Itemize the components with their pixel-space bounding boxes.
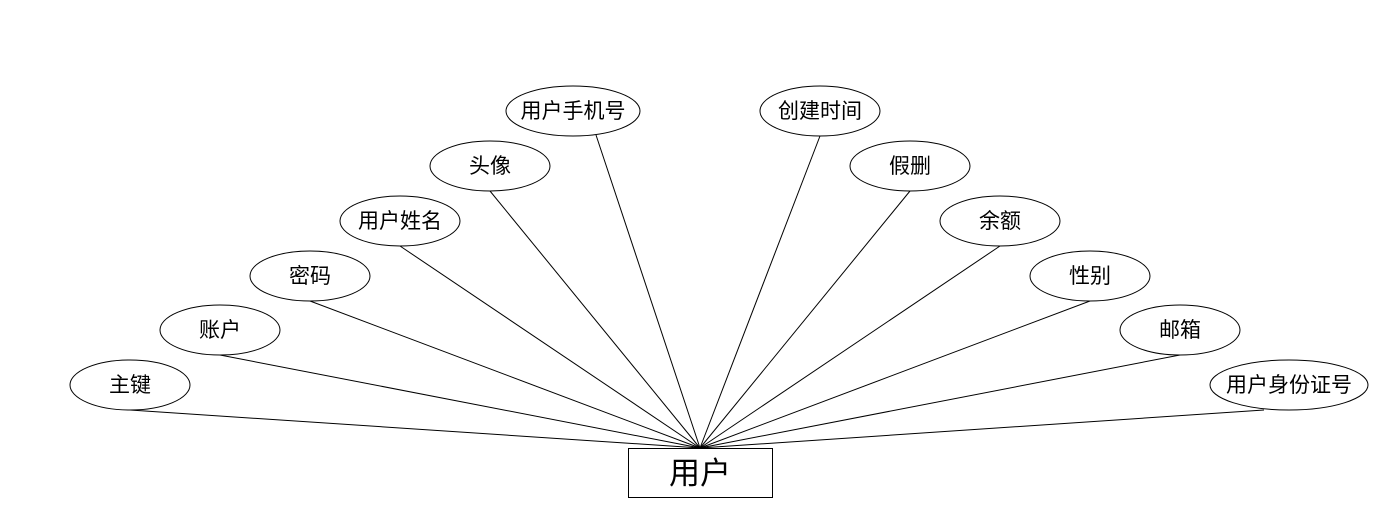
connector-soft-delete [699,190,911,449]
connector-primary-key [129,409,701,449]
attribute-ellipse-user-name [339,195,461,247]
attribute-user-id-number: 用户身份证号 [1209,359,1369,411]
connector-avatar [489,190,701,449]
attribute-primary-key: 主键 [69,359,191,411]
attribute-avatar: 头像 [429,140,551,192]
attribute-label-password: 密码 [289,264,331,288]
attribute-ellipse-account [159,304,281,356]
connector-email [699,354,1181,449]
attribute-user-name: 用户姓名 [339,195,461,247]
entity-node: 用户 [628,448,773,498]
connector-lines [129,134,1265,449]
attribute-created-time: 创建时间 [759,85,881,137]
attribute-email: 邮箱 [1119,304,1241,356]
attribute-label-balance: 余额 [979,209,1021,233]
attribute-label-user-phone: 用户手机号 [521,99,626,123]
attribute-label-avatar: 头像 [469,154,511,178]
attribute-label-gender: 性别 [1069,264,1111,288]
attribute-label-primary-key: 主键 [109,373,151,397]
attribute-user-phone: 用户手机号 [505,85,641,137]
attribute-ellipse-user-phone [505,85,641,137]
attribute-ellipse-user-id-number [1209,359,1369,411]
attribute-ellipse-balance [939,195,1061,247]
attribute-label-user-id-number: 用户身份证号 [1226,373,1352,397]
attribute-ellipse-created-time [759,85,881,137]
attribute-label-created-time: 创建时间 [778,99,862,123]
attribute-label-user-name: 用户姓名 [358,209,442,233]
attribute-ellipse-password [249,250,371,302]
attribute-label-account: 账户 [199,318,241,342]
attribute-account: 账户 [159,304,281,356]
attribute-ellipse-soft-delete [849,140,971,192]
connector-user-phone [595,134,701,449]
attribute-ellipse-avatar [429,140,551,192]
connector-user-name [399,245,701,449]
entity-box [628,448,773,498]
attribute-ellipse-gender [1029,250,1151,302]
entity-label: 用户 [669,456,731,492]
attribute-gender: 性别 [1029,250,1151,302]
connector-password [309,300,701,449]
attribute-ellipse-primary-key [69,359,191,411]
attribute-soft-delete: 假删 [849,140,971,192]
attribute-balance: 余额 [939,195,1061,247]
connector-created-time [699,135,821,449]
connector-user-id-number [699,409,1265,449]
connector-account [219,354,701,449]
attribute-label-soft-delete: 假删 [889,154,931,178]
connector-gender [699,300,1091,449]
connector-balance [699,245,1001,449]
attribute-password: 密码 [249,250,371,302]
attribute-ellipse-email [1119,304,1241,356]
attribute-label-email: 邮箱 [1159,318,1201,342]
